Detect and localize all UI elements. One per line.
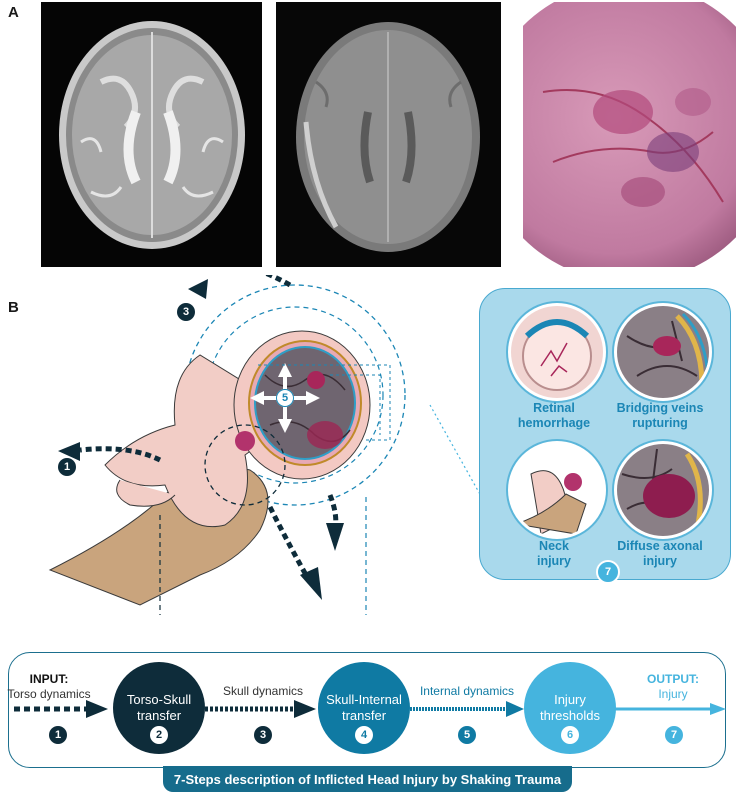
bridging-veins-inset [614, 303, 712, 401]
output-label: OUTPUT: Injury [628, 672, 718, 702]
panel-b-label: B [8, 299, 19, 316]
skull-dynamics-label: Skull dynamics [208, 684, 318, 699]
flow-step-1-badge: 1 [49, 726, 67, 744]
flow-step-6-badge: 6 [561, 726, 579, 744]
internal-dynamics-label: Internal dynamics [410, 684, 524, 699]
step-5-badge-illustration: 5 [276, 389, 294, 407]
mri-t2-image [41, 2, 262, 267]
step-3-badge-illustration: 3 [177, 303, 195, 321]
step-7-badge-panel: 7 [596, 560, 620, 584]
mri-flair-image [276, 2, 501, 267]
diagram-caption-banner: 7-Steps description of Inflicted Head In… [163, 766, 572, 792]
flow-step-7-badge: 7 [665, 726, 683, 744]
shaking-infant-illustration [40, 275, 480, 615]
retinal-fundus-image [523, 2, 736, 267]
input-label: INPUT: Torso dynamics [6, 672, 92, 702]
flow-step-4-badge: 4 [355, 726, 373, 744]
flow-step-3-badge: 3 [254, 726, 272, 744]
diffuse-axonal-inset [614, 441, 712, 539]
panel-a-label: A [8, 4, 19, 21]
step-1-badge-illustration: 1 [58, 458, 76, 476]
retinal-hemorrhage-inset [508, 303, 606, 401]
neck-injury-inset [508, 441, 606, 539]
flow-step-2-badge: 2 [150, 726, 168, 744]
flow-step-5-badge: 5 [458, 726, 476, 744]
